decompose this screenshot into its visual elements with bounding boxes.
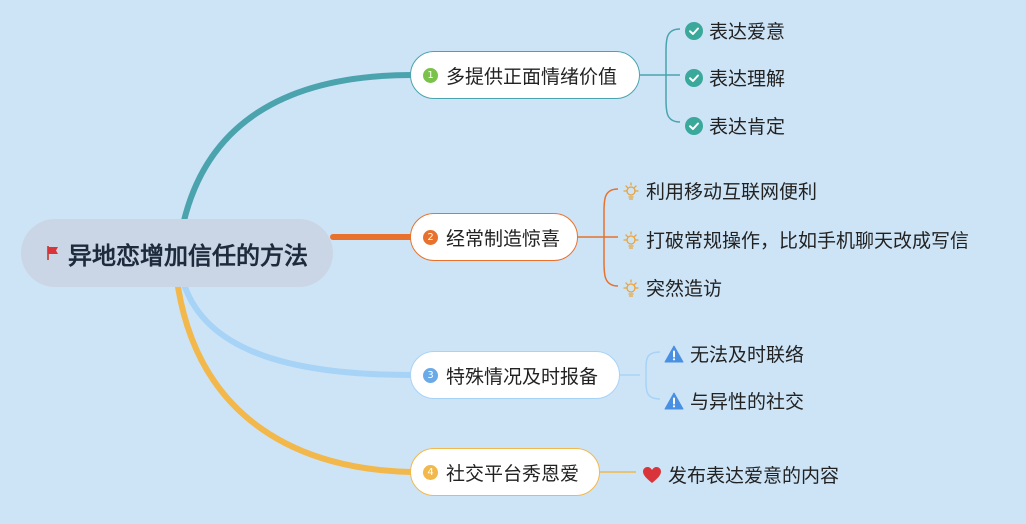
leaf-label: 打破常规操作，比如手机聊天改成写信 — [646, 230, 970, 252]
lightbulb-icon — [622, 278, 640, 298]
leaf-label: 突然造访 — [646, 278, 723, 300]
root-title: 异地恋增加信任的方法 — [68, 241, 308, 270]
leaf-item[interactable]: 表达理解 — [685, 64, 785, 91]
leaf-item[interactable]: 表达爱意 — [685, 17, 785, 44]
leaf-item[interactable]: 发布表达爱意的内容 — [642, 461, 839, 488]
branch-label: 特殊情况及时报备 — [446, 365, 599, 388]
leaf-label: 发布表达爱意的内容 — [668, 465, 840, 487]
number-badge: 2 — [423, 229, 438, 245]
warning-icon — [664, 392, 684, 410]
leaf-label: 无法及时联络 — [690, 344, 805, 366]
branch-label: 多提供正面情绪价值 — [446, 65, 618, 88]
branch-2[interactable]: 2 经常制造惊喜 — [410, 213, 578, 261]
branch-3[interactable]: 3 特殊情况及时报备 — [410, 351, 620, 399]
check-circle-icon — [685, 68, 703, 87]
leaf-label: 与异性的社交 — [690, 391, 805, 413]
leaf-item[interactable]: 表达肯定 — [685, 112, 785, 139]
leaf-item[interactable]: 利用移动互联网便利 — [622, 177, 817, 204]
number-badge: 3 — [423, 367, 438, 383]
leaf-label: 表达爱意 — [709, 21, 786, 43]
warning-icon — [664, 345, 684, 363]
branch-1[interactable]: 1 多提供正面情绪价值 — [410, 51, 640, 99]
branch-4[interactable]: 4 社交平台秀恩爱 — [410, 448, 600, 496]
leaf-item[interactable]: 与异性的社交 — [664, 387, 804, 414]
branch-label: 经常制造惊喜 — [446, 227, 561, 250]
leaf-label: 表达理解 — [709, 68, 786, 90]
leaf-item[interactable]: 突然造访 — [622, 274, 722, 301]
check-circle-icon — [685, 116, 703, 135]
leaf-label: 表达肯定 — [709, 116, 786, 138]
heart-icon — [642, 466, 662, 484]
lightbulb-icon — [622, 181, 640, 201]
check-circle-icon — [685, 21, 703, 40]
leaf-item[interactable]: 打破常规操作，比如手机聊天改成写信 — [622, 226, 969, 253]
root-topic[interactable]: 异地恋增加信任的方法 — [21, 219, 333, 287]
number-badge: 4 — [423, 464, 438, 480]
leaf-item[interactable]: 无法及时联络 — [664, 340, 804, 367]
leaf-label: 利用移动互联网便利 — [646, 181, 818, 203]
flag-icon — [47, 246, 58, 260]
lightbulb-icon — [622, 230, 640, 250]
number-badge: 1 — [423, 67, 438, 83]
branch-label: 社交平台秀恩爱 — [446, 462, 580, 485]
